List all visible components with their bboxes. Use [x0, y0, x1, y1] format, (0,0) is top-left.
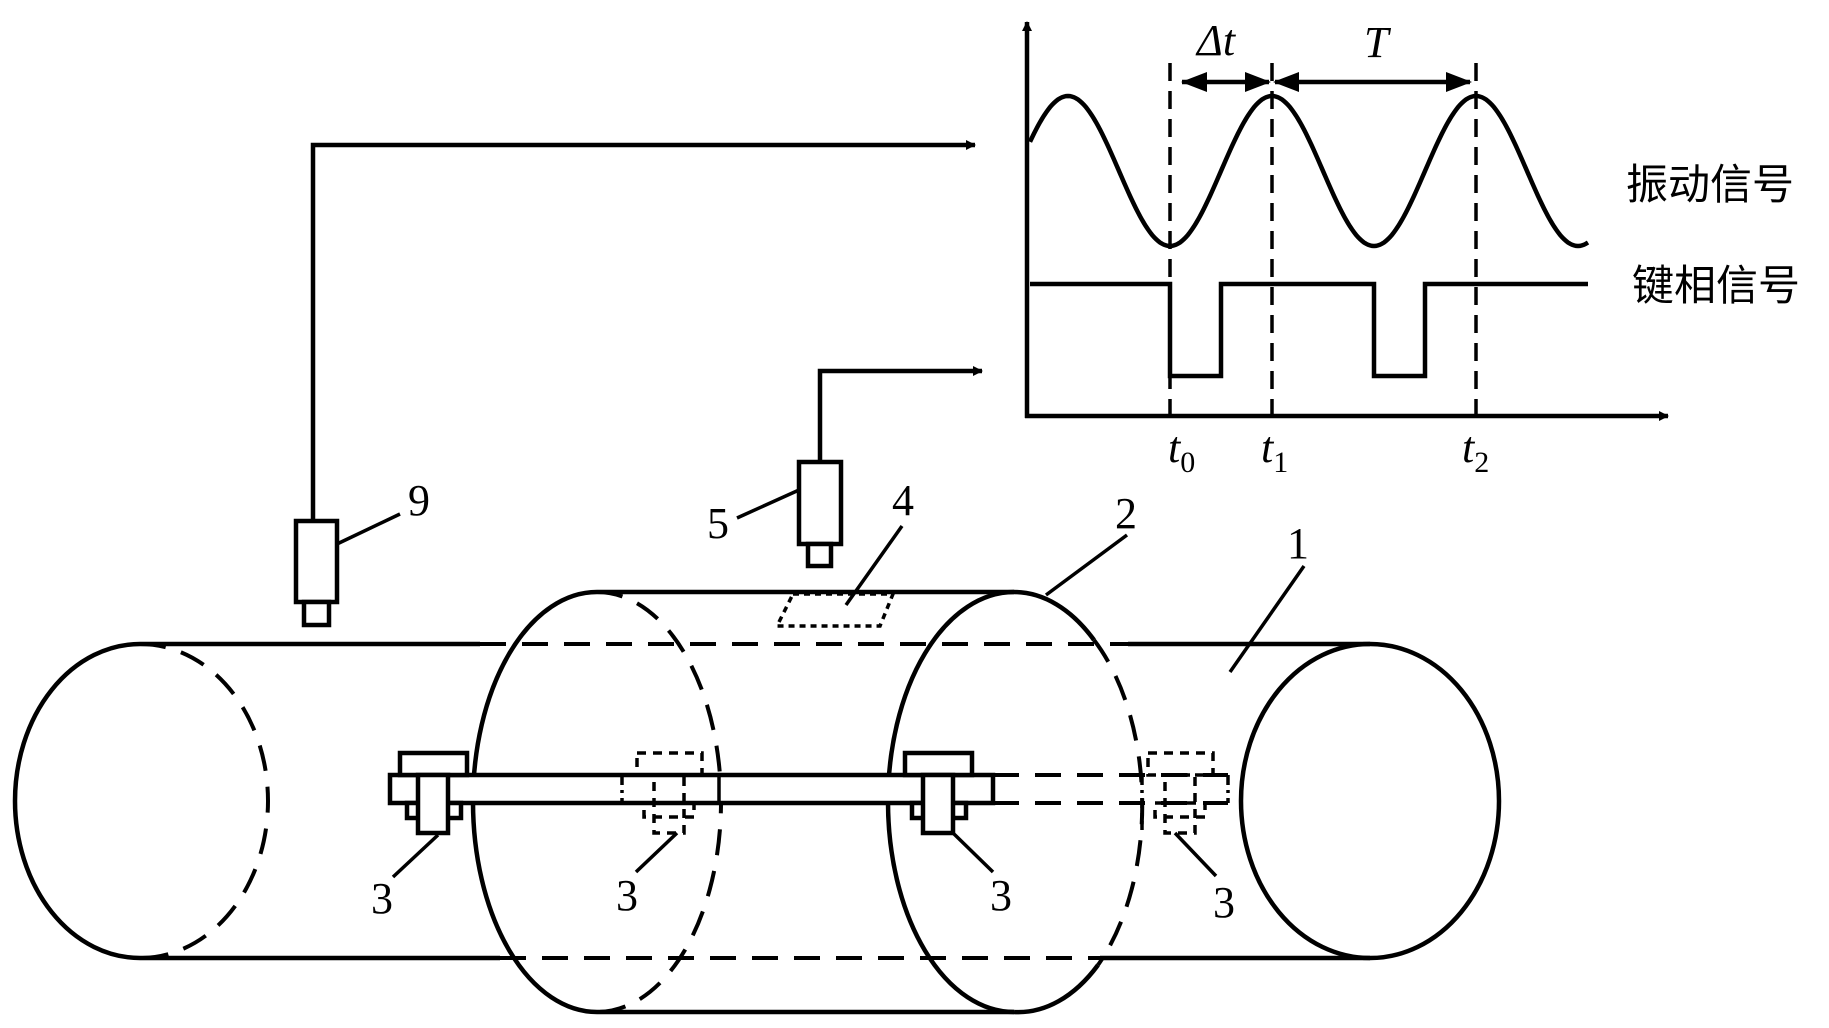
label-shaft: 1 [1287, 519, 1309, 568]
collar-right-end-top [1013, 589, 1096, 642]
leader-3c [951, 831, 995, 874]
period-arrow-left [1273, 72, 1299, 92]
leader-1 [1228, 564, 1306, 674]
leader-3a [391, 833, 440, 879]
shaft-left-end-solid [12, 641, 141, 961]
t0-label: t0 [1168, 423, 1195, 479]
vibration-sensor [293, 518, 340, 628]
shaft-left-end-hidden [139, 642, 270, 960]
vibration-signal-wave [1027, 93, 1590, 249]
leader-3d [1173, 831, 1218, 878]
shaft-right-end [1238, 641, 1502, 961]
leader-2 [1044, 533, 1129, 597]
label-bolt-4: 3 [1213, 878, 1235, 927]
key-phase-sensor [796, 459, 844, 569]
period-arrow-right [1446, 72, 1472, 92]
t2-sub: 2 [1474, 446, 1489, 479]
legend-key-phase-signal: 键相信号 [1632, 261, 1800, 310]
t1-label: t1 [1261, 423, 1288, 479]
label-key-phase-sensor: 5 [707, 499, 729, 548]
delta-t-arrow-left [1181, 72, 1207, 92]
shaft [12, 641, 1502, 961]
key-phase-signal-lead [817, 366, 983, 462]
delta-t-dimension [1181, 72, 1271, 92]
vibration-sensor-tip [301, 599, 332, 628]
clamp-strap [387, 772, 1230, 806]
t0-base: t [1168, 423, 1182, 472]
t1-base: t [1261, 423, 1275, 472]
label-collar: 2 [1115, 489, 1137, 538]
key-phase-sensor-body [796, 459, 844, 547]
label-bolt-1: 3 [371, 874, 393, 923]
delta-t-arrow-right [1245, 72, 1271, 92]
signal-chart: Δt T t0 t1 t2 振动信号 键相信号 [1022, 16, 1800, 479]
label-bolt-3: 3 [990, 871, 1012, 920]
label-bolt-2: 3 [616, 871, 638, 920]
key-mark [774, 592, 896, 628]
period-dimension [1273, 72, 1472, 92]
leader-3b [634, 831, 679, 874]
t0-sub: 0 [1180, 446, 1195, 479]
bolt-visible-right [902, 750, 975, 836]
vibration-sensor-body [293, 518, 340, 605]
delta-t-label: Δt [1195, 16, 1237, 65]
legend-vibration-signal: 振动信号 [1626, 160, 1794, 209]
t1-sub: 1 [1273, 446, 1288, 479]
collar-right-end-bottom [1013, 963, 1100, 1015]
label-key-mark: 4 [892, 476, 914, 525]
strap-visible [387, 772, 996, 806]
t2-label: t2 [1462, 423, 1489, 479]
bolt-visible-left [397, 750, 470, 836]
key-phase-signal-wave [1030, 281, 1588, 379]
leader-4 [844, 524, 904, 607]
period-label: T [1364, 18, 1392, 67]
vibration-signal-lead [310, 140, 976, 521]
leader-9 [336, 512, 401, 546]
key-phase-sensor-tip [805, 541, 834, 569]
bolt-hidden-middle [635, 751, 704, 835]
leader-5 [736, 488, 800, 520]
label-vibration-sensor: 9 [408, 476, 430, 525]
t2-base: t [1462, 423, 1476, 472]
bolt-hidden-right [1140, 751, 1215, 835]
